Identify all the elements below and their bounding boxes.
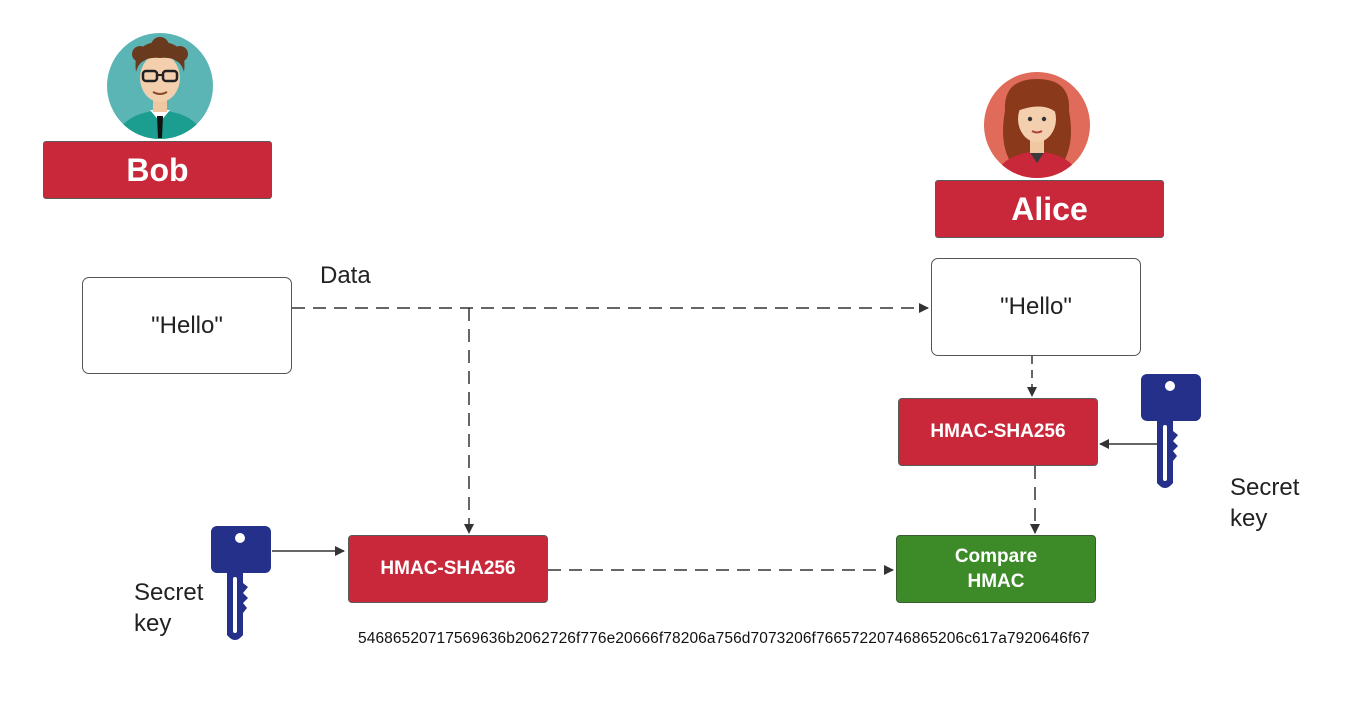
bob-hmac-box: HMAC-SHA256 [348,535,548,603]
key-icon [1140,373,1202,491]
compare-hmac-box: Compare HMAC [896,535,1096,603]
alice-hmac-box: HMAC-SHA256 [898,398,1098,466]
bob-message: "Hello" [151,311,223,339]
compare-line1: Compare [954,546,1038,567]
alice-name: Alice [1011,190,1088,227]
hmac-output-hex: 54686520717569636b2062726f776e20666f7820… [358,630,1090,647]
alice-avatar [983,71,1091,179]
alice-message: "Hello" [1000,293,1072,320]
alice-secret-key-label: Secret key [1230,472,1299,534]
alice-hmac-label: HMAC-SHA256 [930,421,1066,442]
bob-secret-key-label: Secret key [134,577,203,639]
bob-avatar [106,32,214,140]
alice-name-box: Alice [935,180,1164,238]
alice-secret-key-line2: key [1230,505,1268,532]
compare-line2: HMAC [967,571,1025,592]
bob-message-box: "Hello" [82,277,292,374]
bob-name: Bob [126,151,189,188]
bob-hmac-label: HMAC-SHA256 [380,558,516,579]
bob-secret-key-line2: key [134,610,172,637]
key-icon [210,525,272,643]
bob-secret-key-line1: Secret [134,579,204,606]
alice-message-box: "Hello" [931,258,1141,356]
alice-secret-key-line1: Secret [1230,474,1300,501]
data-label: Data [320,262,371,289]
bob-name-box: Bob [43,141,272,199]
